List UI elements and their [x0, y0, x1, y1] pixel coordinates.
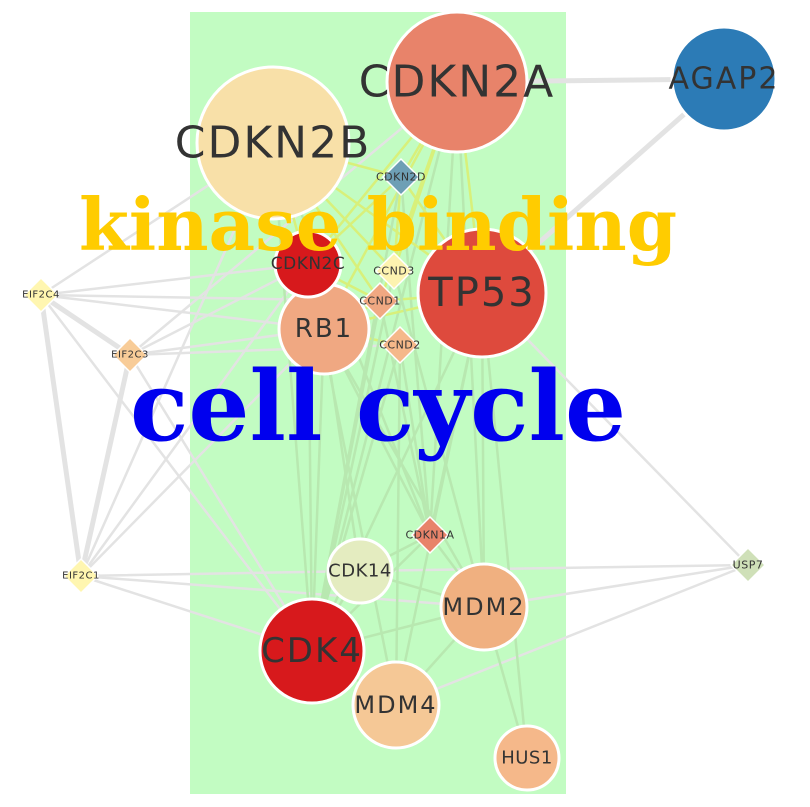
node-eif2c1[interactable] — [62, 557, 100, 595]
node-shape-eif2c1 — [62, 557, 100, 595]
node-label-eif2c3: EIF2C3 — [111, 350, 149, 361]
node-ccnd3[interactable] — [374, 251, 414, 291]
node-shape-eif2c3 — [111, 336, 149, 374]
node-shape-hus1 — [493, 724, 561, 792]
node-cdkn2c[interactable] — [273, 229, 343, 299]
node-shape-cdkn1a — [410, 515, 450, 555]
edge-eif2c3-cdk4 — [128, 353, 314, 653]
node-label-cdkn2d: CDKN2D — [376, 171, 426, 184]
node-eif2c3[interactable] — [111, 336, 149, 374]
node-agap2[interactable] — [670, 25, 778, 133]
node-hus1[interactable] — [493, 724, 561, 792]
node-label-cdkn2c: CDKN2C — [271, 254, 346, 274]
kinase-binding-label: kinase binding — [79, 182, 677, 267]
node-shape-ccnd3 — [374, 251, 414, 291]
node-label-cdk4: CDK4 — [261, 631, 363, 671]
node-label-cdkn2b: CDKN2B — [175, 118, 372, 169]
node-shape-mdm4 — [351, 660, 441, 750]
edge-ccnd2-cdkn1a — [398, 343, 432, 537]
edge-eif2c1-cdkn2c — [79, 262, 310, 578]
node-shape-tp53 — [416, 227, 548, 359]
edge-usp7-mdm4 — [394, 563, 750, 707]
edge-rb1-mdm2 — [322, 327, 486, 609]
edge-eif2c1-cdk14 — [79, 569, 362, 578]
node-shape-usp7 — [729, 546, 767, 584]
node-cdk4[interactable] — [258, 597, 366, 705]
edge-rb1-cdk4 — [310, 327, 326, 653]
node-shape-cdkn2c — [273, 229, 343, 299]
node-cdkn2d[interactable] — [381, 157, 421, 197]
node-shape-cdkn2a — [385, 10, 529, 154]
node-label-mdm4: MDM4 — [354, 691, 437, 719]
cell-cycle-label: cell cycle — [130, 350, 626, 463]
node-shape-eif2c4 — [22, 276, 60, 314]
node-label-cdkn1a: CDKN1A — [405, 529, 454, 542]
node-label-ccnd1: CCND1 — [359, 295, 401, 308]
node-shape-cdk4 — [258, 597, 366, 705]
node-label-eif2c1: EIF2C1 — [62, 571, 100, 582]
node-label-rb1: RB1 — [295, 314, 353, 344]
node-mdm2[interactable] — [439, 562, 529, 652]
edge-cdkn2b-cdk4 — [271, 141, 314, 653]
node-cdkn1a[interactable] — [410, 515, 450, 555]
node-label-agap2: AGAP2 — [669, 62, 780, 97]
node-label-eif2c4: EIF2C4 — [22, 290, 60, 301]
node-label-mdm2: MDM2 — [442, 593, 525, 621]
edge-eif2c3-eif2c1 — [78, 352, 133, 579]
node-shape-mdm2 — [439, 562, 529, 652]
node-cdkn2b[interactable] — [195, 65, 351, 221]
node-shape-cdkn2b — [195, 65, 351, 221]
node-label-usp7: USP7 — [733, 559, 764, 572]
node-eif2c4[interactable] — [22, 276, 60, 314]
node-label-ccnd3: CCND3 — [373, 265, 415, 278]
edge-usp7-mdm2 — [482, 563, 750, 609]
edge-ccnd3-mdm2 — [392, 269, 486, 609]
edge-ccnd2-mdm4 — [394, 343, 402, 707]
node-cdk14[interactable] — [326, 537, 394, 605]
node-label-cdkn2a: CDKN2A — [359, 57, 555, 108]
node-label-ccnd2: CCND2 — [379, 339, 421, 352]
node-mdm4[interactable] — [351, 660, 441, 750]
node-cdkn2a[interactable] — [385, 10, 529, 154]
edge-eif2c4-eif2c1 — [38, 292, 84, 579]
edge-eif2c1-rb1 — [79, 327, 326, 578]
node-label-hus1: HUS1 — [501, 748, 553, 769]
node-shape-agap2 — [670, 25, 778, 133]
edge-eif2c1-cdkn2b — [79, 141, 275, 578]
node-shape-ccnd2 — [380, 325, 420, 365]
edge-eif2c4-cdk4 — [39, 293, 314, 653]
node-tp53[interactable] — [416, 227, 548, 359]
node-label-cdk14: CDK14 — [328, 561, 392, 582]
node-shape-cdkn2d — [381, 157, 421, 197]
node-shape-ccnd1 — [360, 281, 400, 321]
node-shape-cdk14 — [326, 537, 394, 605]
node-label-tp53: TP53 — [427, 270, 535, 316]
edge-tp53-hus1 — [480, 291, 529, 760]
node-ccnd1[interactable] — [360, 281, 400, 321]
edge-ccnd3-cdk4 — [310, 269, 396, 653]
node-ccnd2[interactable] — [380, 325, 420, 365]
edge-eif2c4-eif2c3 — [38, 292, 133, 358]
node-usp7[interactable] — [729, 546, 767, 584]
edge-eif2c4-cdkn2c — [39, 262, 310, 297]
